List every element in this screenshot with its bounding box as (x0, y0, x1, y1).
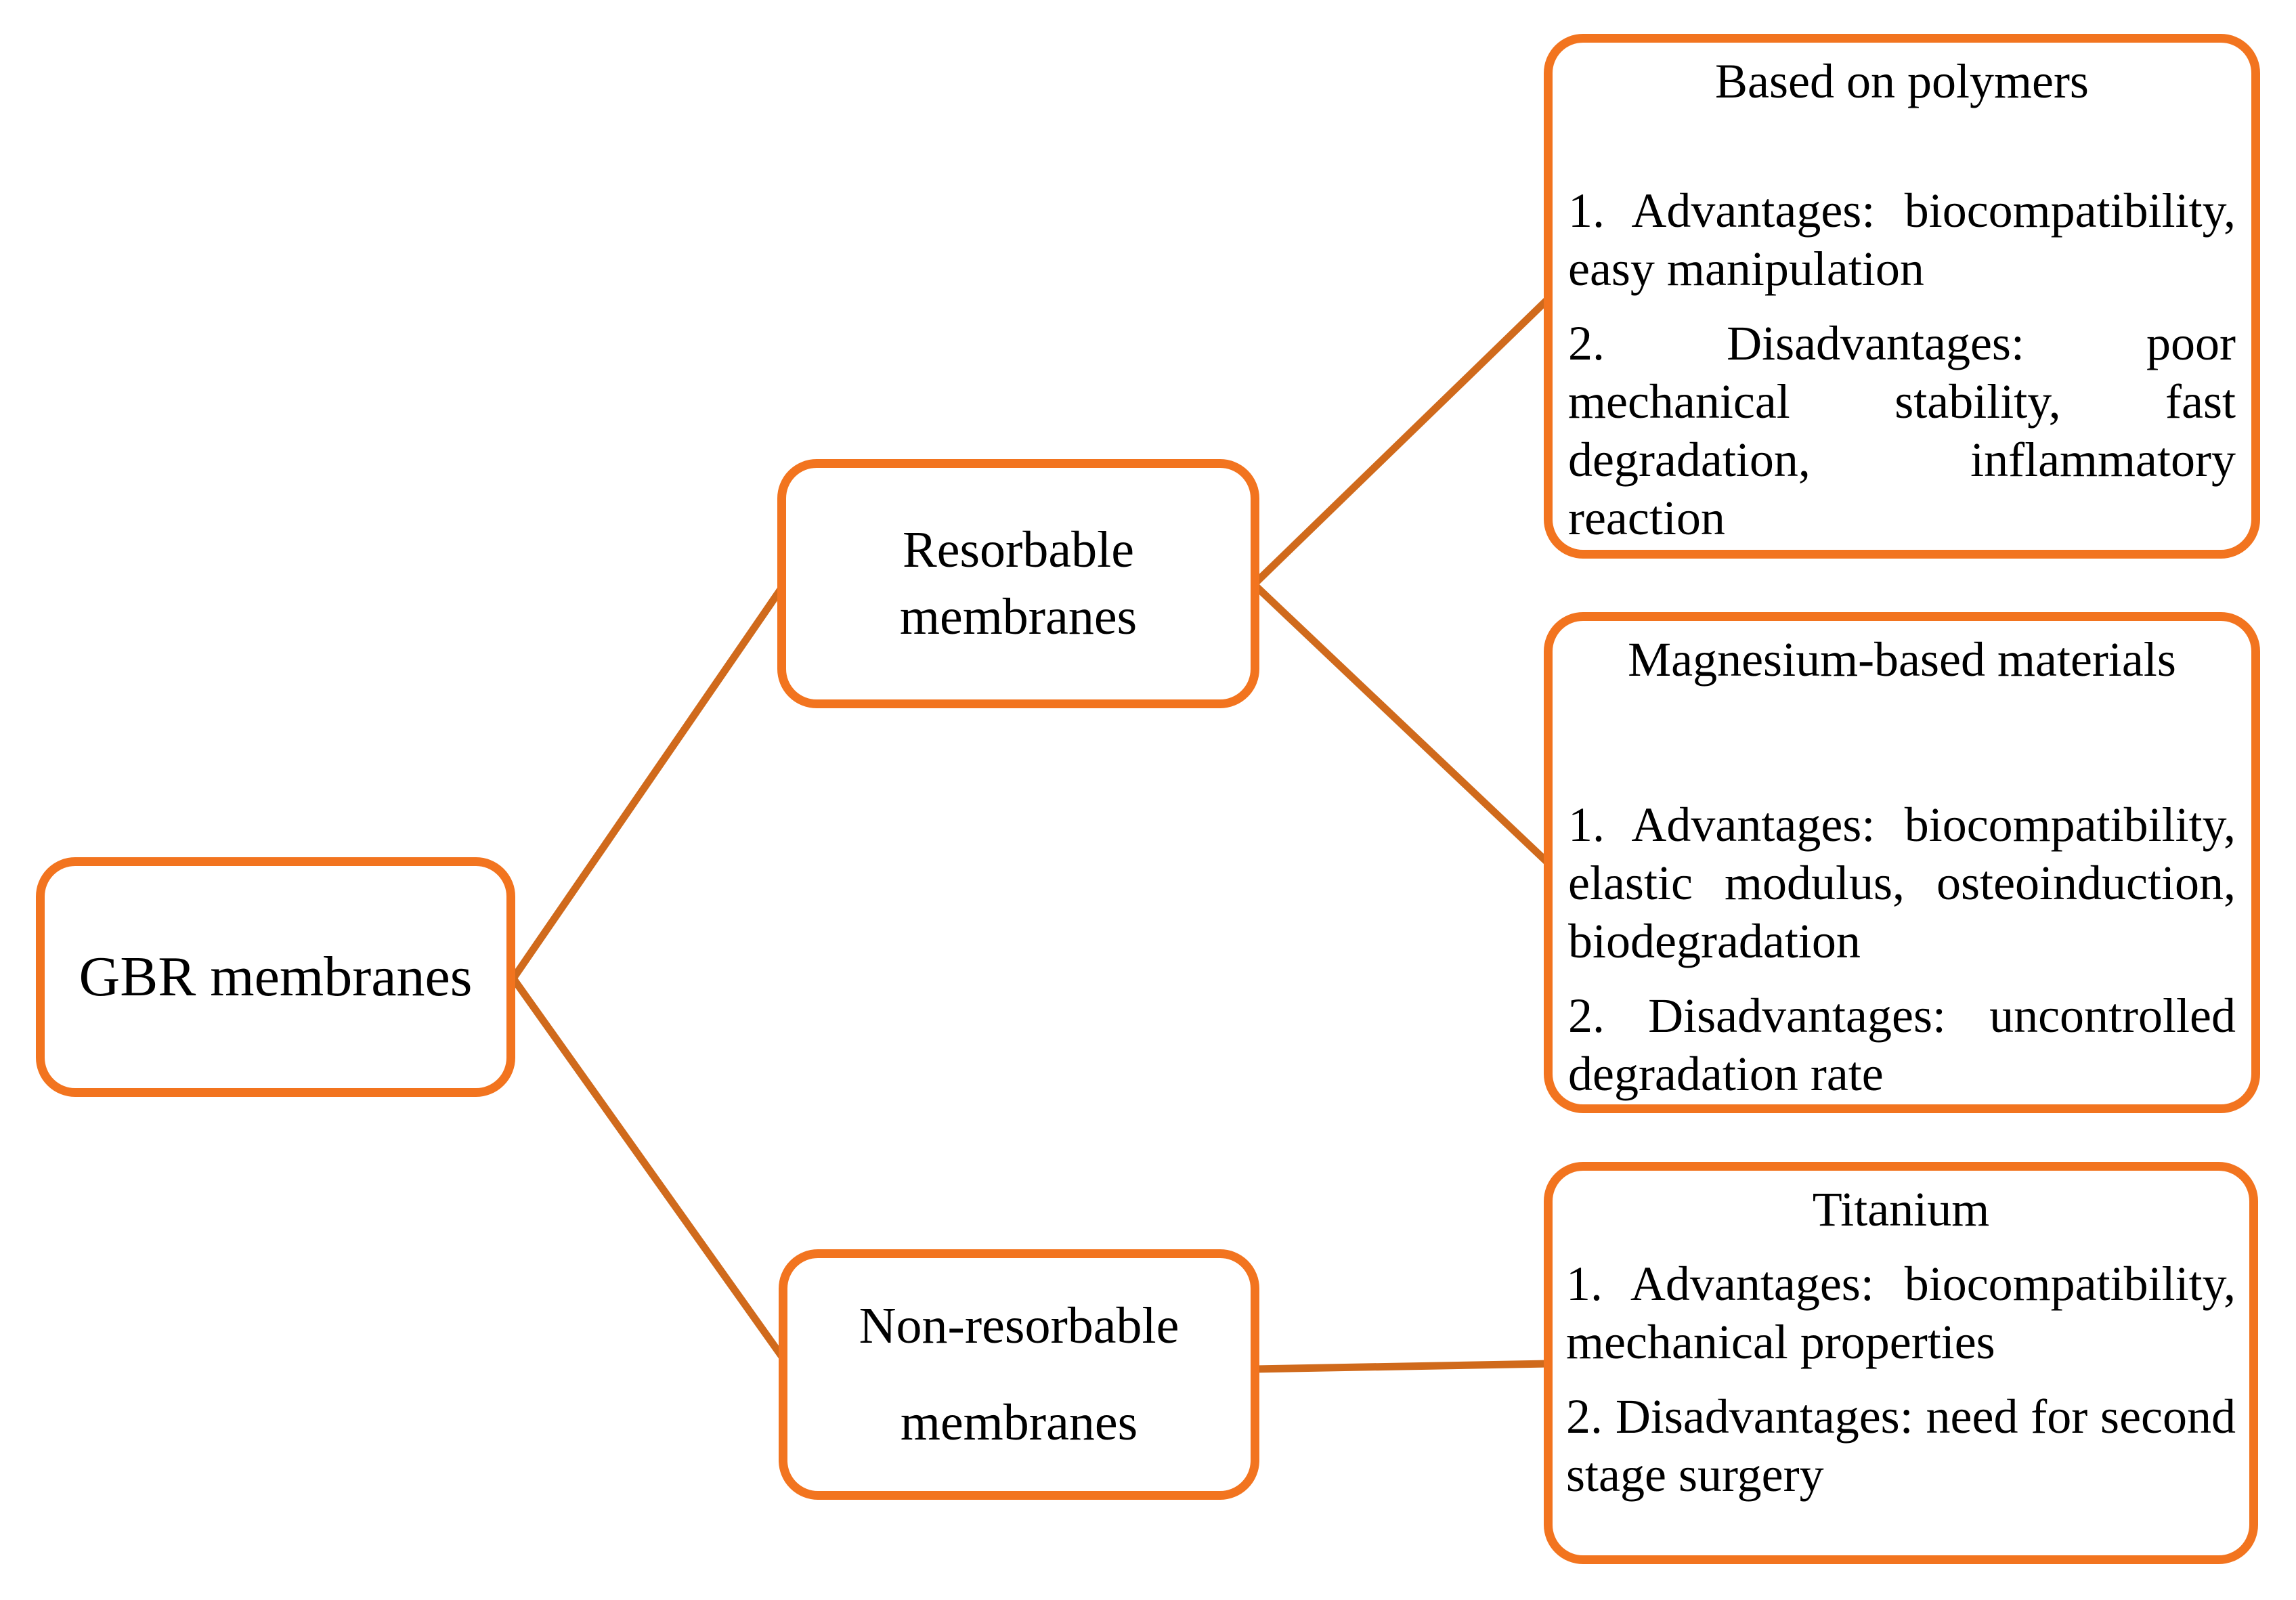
magnesium-advantages-text: 1. Advantages: biocompatibility, elastic… (1568, 798, 2236, 968)
titanium-body: 1. Advantages: biocompatibility, mechani… (1566, 1255, 2236, 1520)
node-magnesium-based-materials: Magnesium-based materials 1. Advantages:… (1544, 612, 2260, 1113)
connector-gbr-to-nonresorbable (510, 976, 787, 1362)
based-on-polymers-title: Based on polymers (1715, 54, 2089, 108)
resorbable-membranes-label: Resorbable membranes (900, 517, 1137, 651)
connector-nonresorbable-to-titanium (1253, 1360, 1550, 1373)
connector-resorbable-to-magnesium (1251, 582, 1552, 867)
polymers-advantages-text: 1. Advantages: biocompatibility, easy ma… (1568, 183, 2236, 296)
non-resorbable-membranes-label: Non-resorbable membranes (859, 1293, 1179, 1456)
spacer (1566, 1238, 2236, 1255)
spacer (1568, 110, 2236, 181)
node-gbr-membranes: GBR membranes (36, 857, 515, 1097)
spacer (1568, 689, 2236, 796)
non-resorbable-label-line2: membranes (900, 1394, 1138, 1451)
node-resorbable-membranes: Resorbable membranes (777, 459, 1259, 708)
polymers-disadvantages-text: 2. Disadvantages: poor mechanical stabil… (1568, 316, 2236, 545)
non-resorbable-label-line1: Non-resorbable (859, 1297, 1179, 1355)
connector-gbr-to-resorbable (510, 582, 787, 981)
gbr-membranes-label: GBR membranes (79, 945, 473, 1008)
magnesium-based-materials-title: Magnesium-based materials (1628, 632, 2176, 687)
magnesium-disadvantages-text: 2. Disadvantages: uncontrolled degradati… (1568, 989, 2236, 1101)
connector-resorbable-to-polymers (1251, 295, 1552, 587)
titanium-disadvantages-text: 2. Disadvantages: need for second stage … (1566, 1389, 2236, 1502)
resorbable-label-line2: membranes (899, 588, 1138, 645)
titanium-advantages-text: 1. Advantages: biocompatibility, mechani… (1566, 1257, 2236, 1369)
magnesium-body: 1. Advantages: biocompatibility, elastic… (1568, 796, 2236, 1119)
titanium-title: Titanium (1812, 1182, 1990, 1236)
node-non-resorbable-membranes: Non-resorbable membranes (779, 1249, 1259, 1500)
node-titanium: Titanium 1. Advantages: biocompatibility… (1544, 1162, 2258, 1564)
node-based-on-polymers: Based on polymers 1. Advantages: biocomp… (1544, 34, 2260, 559)
based-on-polymers-body: 1. Advantages: biocompatibility, easy ma… (1568, 181, 2236, 563)
resorbable-label-line1: Resorbable (903, 521, 1134, 579)
